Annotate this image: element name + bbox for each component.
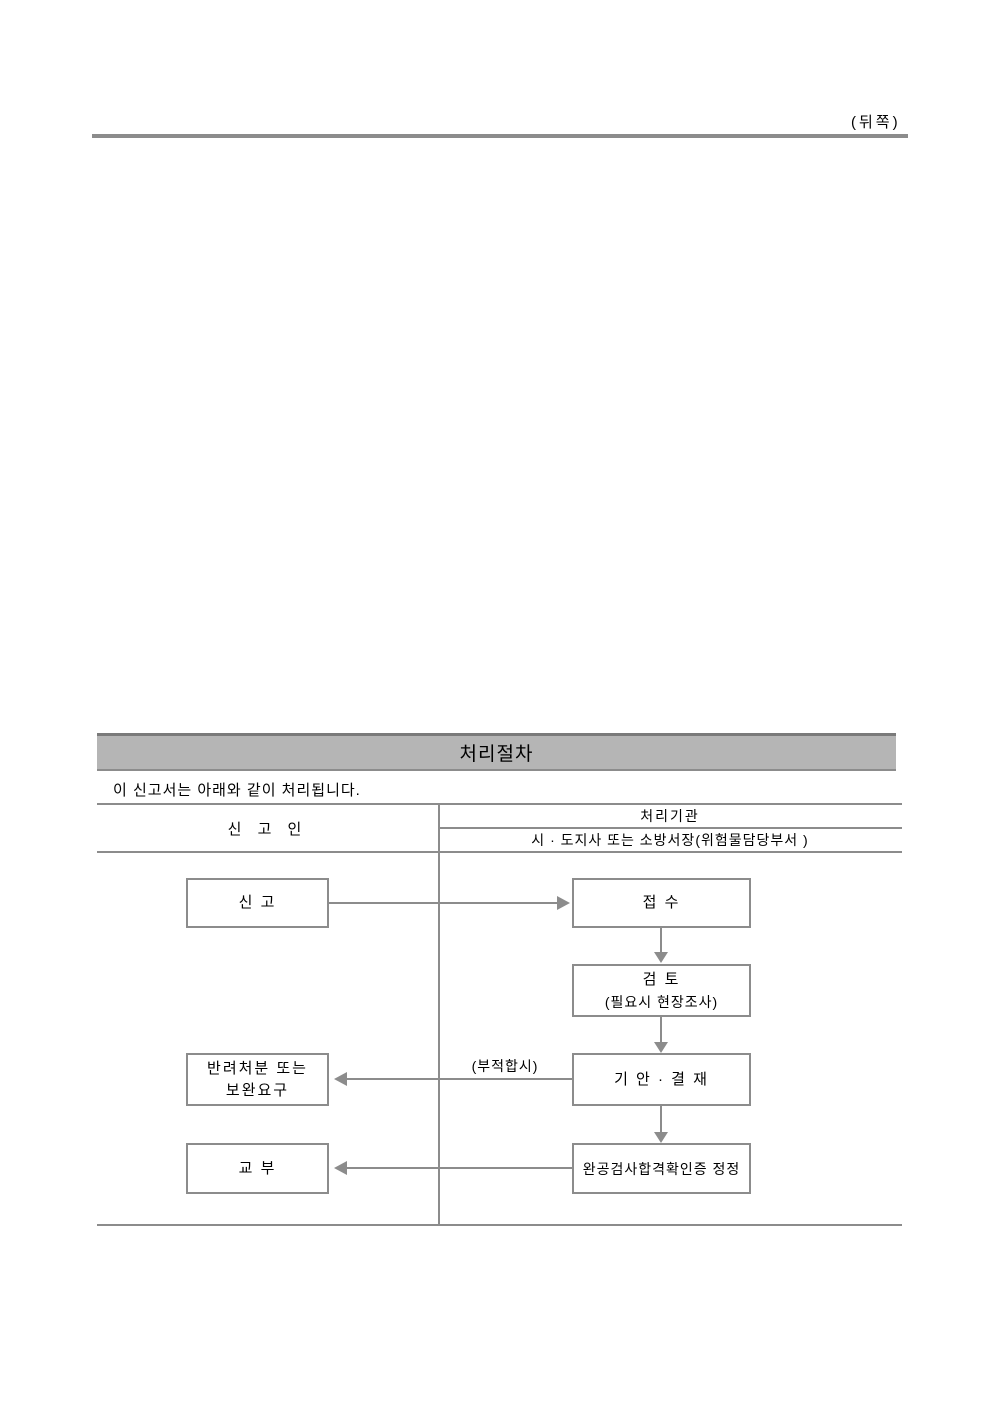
flow-box-review: 검 토 (필요시 현장조사) xyxy=(572,964,751,1017)
arrow-right-icon xyxy=(557,896,570,910)
table-top-line xyxy=(97,803,902,805)
top-rule xyxy=(92,134,908,138)
table-bottom-line xyxy=(97,1224,902,1226)
agency-column-subheader: 시 · 도지사 또는 소방서장(위험물담당부서 ) xyxy=(531,832,809,848)
procedure-title-bar: 처리절차 xyxy=(97,733,896,771)
flow-box-draft-approval-label: 기 안 · 결 재 xyxy=(614,1070,709,1088)
column-divider-line xyxy=(438,803,440,1226)
intro-text: 이 신고서는 아래와 같이 처리됩니다. xyxy=(113,782,361,799)
applicant-column-header: 신 고 인 xyxy=(227,820,308,838)
header-bottom-line xyxy=(97,851,902,853)
flow-box-receipt: 접 수 xyxy=(572,878,751,928)
flow-box-reject-line1: 반려처분 또는 xyxy=(207,1059,308,1077)
flow-box-report-label: 신 고 xyxy=(238,894,277,911)
flow-box-receipt-label: 접 수 xyxy=(642,894,681,911)
procedure-title: 처리절차 xyxy=(459,744,534,765)
arrow-report-to-receipt-line xyxy=(329,902,557,904)
agency-header-divider-line xyxy=(438,827,902,829)
arrow-down-icon xyxy=(654,1042,668,1053)
flow-box-certificate-correction: 완공검사합격확인증 정정 xyxy=(572,1143,751,1194)
arrow-down-icon xyxy=(654,1132,668,1143)
arrow-draft-to-certificate-line xyxy=(660,1106,662,1132)
arrow-left-icon xyxy=(334,1161,347,1175)
flow-box-review-line1: 검 토 xyxy=(642,970,681,988)
flow-box-reject-line2: 보완요구 xyxy=(225,1081,290,1099)
agency-column-header: 처리기관 xyxy=(640,808,700,824)
arrow-certificate-to-issue-line xyxy=(347,1167,572,1169)
flow-box-certificate-correction-label: 완공검사합격확인증 정정 xyxy=(582,1160,741,1177)
arrow-draft-to-reject-line xyxy=(347,1078,572,1080)
flow-box-report: 신 고 xyxy=(186,878,329,928)
flow-box-review-line2: (필요시 현장조사) xyxy=(604,993,719,1010)
unfit-condition-label: (부적합시) xyxy=(471,1058,539,1074)
flow-box-issue: 교 부 xyxy=(186,1143,329,1194)
arrow-review-to-draft-line xyxy=(660,1017,662,1042)
flow-box-reject-or-supplement: 반려처분 또는 보완요구 xyxy=(186,1053,329,1106)
back-side-label: (뒤쪽) xyxy=(851,114,901,131)
flow-box-issue-label: 교 부 xyxy=(238,1159,277,1177)
arrow-receipt-to-review-line xyxy=(660,928,662,952)
arrow-down-icon xyxy=(654,952,668,963)
flow-box-draft-approval: 기 안 · 결 재 xyxy=(572,1053,751,1106)
arrow-left-icon xyxy=(334,1072,347,1086)
